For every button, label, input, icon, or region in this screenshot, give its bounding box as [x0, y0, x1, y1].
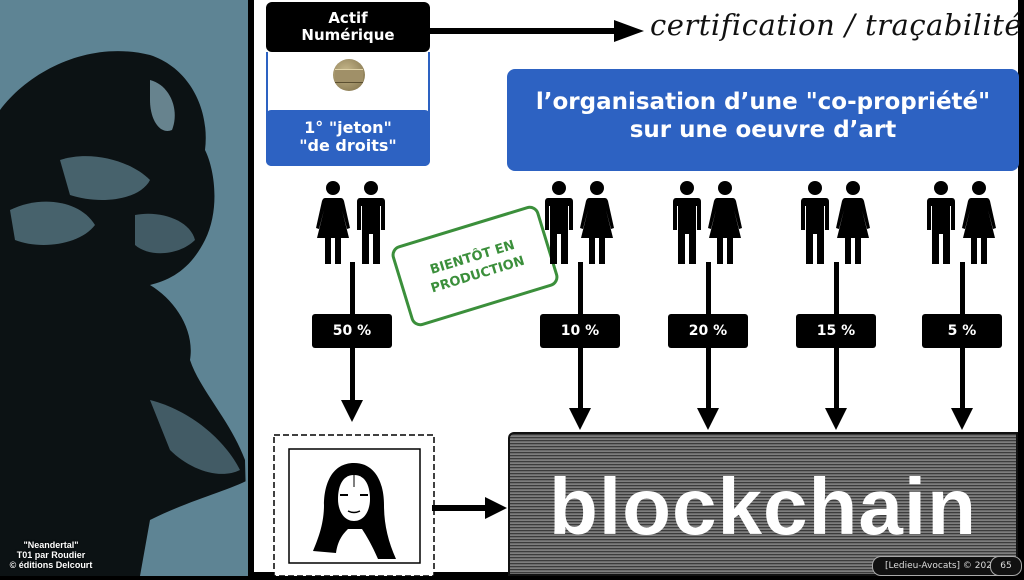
arrow-down-icon: [951, 408, 973, 430]
token-label-line1: 1° "jeton": [304, 118, 392, 137]
owner-pair: [926, 180, 1006, 266]
mona-lisa-icon: [313, 463, 396, 559]
share-percentage: 5 %: [922, 314, 1002, 348]
credit-line: "Neandertal": [23, 540, 79, 550]
certification-label: certification / traçabilité: [650, 8, 1023, 42]
blockchain-box: blockchain: [508, 432, 1018, 576]
token-label-line2: "de droits": [299, 136, 397, 155]
owner-pair: [800, 180, 880, 266]
asset-title-line1: Actif: [328, 9, 368, 27]
asset-title-box: Actif Numérique: [266, 2, 430, 52]
man-icon: [544, 180, 574, 266]
neanderthal-illustration: "Neandertal" T01 par Roudier © éditions …: [0, 0, 248, 576]
owner-pair: [672, 180, 752, 266]
owner-pair: [544, 180, 624, 266]
arrow-down-icon: [697, 408, 719, 430]
certification-arrow-shaft: [430, 28, 620, 34]
credit-line: © éditions Delcourt: [9, 560, 93, 570]
image-credit: "Neandertal" T01 par Roudier © éditions …: [6, 540, 96, 570]
arrow-right-icon: [485, 497, 507, 519]
share-percentage: 15 %: [796, 314, 876, 348]
man-icon: [672, 180, 702, 266]
neanderthal-figure: [0, 51, 248, 576]
woman-icon: [708, 180, 742, 266]
share-percentage: 50 %: [312, 314, 392, 348]
co-ownership-line1: l’organisation d’une "co-propriété": [535, 89, 991, 115]
woman-icon: [836, 180, 870, 266]
coin-icon: [333, 59, 365, 91]
token-label-box: 1° "jeton" "de droits": [266, 110, 430, 166]
arrow-down-icon: [825, 408, 847, 430]
credit-line: T01 par Roudier: [16, 550, 86, 560]
woman-icon: [962, 180, 996, 266]
mona-lisa-stamp: [268, 429, 440, 577]
arrow-down-icon: [341, 400, 363, 422]
asset-title-line2: Numérique: [301, 26, 395, 44]
woman-icon: [316, 180, 350, 266]
man-icon: [356, 180, 386, 266]
co-ownership-line2: sur une oeuvre d’art: [629, 117, 897, 143]
blockchain-label: blockchain: [549, 462, 977, 551]
page-number: 65: [990, 556, 1022, 576]
share-percentage: 10 %: [540, 314, 620, 348]
share-percentage: 20 %: [668, 314, 748, 348]
artwork-to-blockchain-shaft: [432, 505, 487, 511]
man-icon: [800, 180, 830, 266]
co-ownership-box: l’organisation d’une "co-propriété" sur …: [507, 69, 1019, 171]
owner-pair: [316, 180, 396, 266]
arrow-right-icon: [614, 20, 644, 42]
arrow-down-icon: [569, 408, 591, 430]
woman-icon: [580, 180, 614, 266]
man-icon: [926, 180, 956, 266]
